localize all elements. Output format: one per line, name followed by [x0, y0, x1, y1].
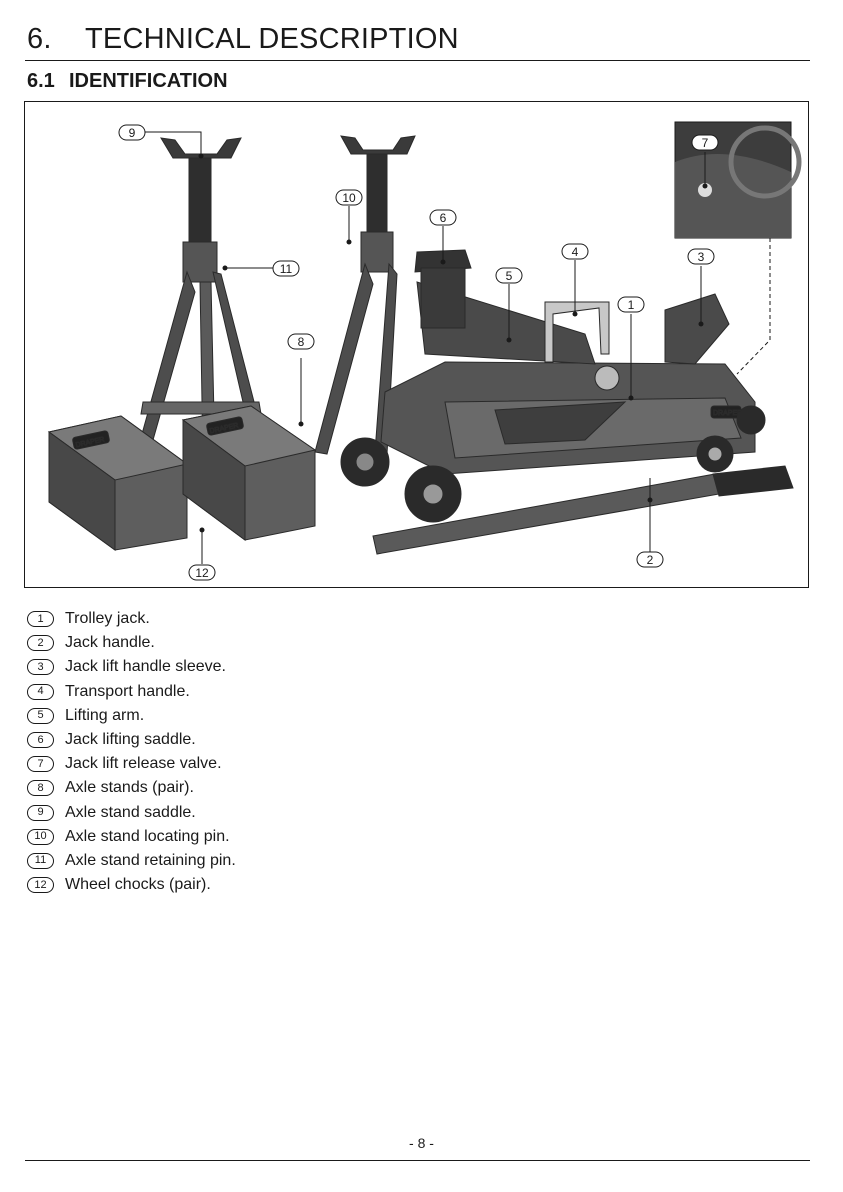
- list-item: 9 Axle stand saddle.: [27, 801, 236, 825]
- callout-1: 1: [618, 297, 644, 312]
- callout-4-label: 4: [572, 245, 579, 259]
- callout-7-label: 7: [702, 136, 709, 150]
- item-label: Transport handle.: [65, 683, 190, 701]
- item-label: Jack handle.: [65, 634, 155, 652]
- callout-10-label: 10: [342, 191, 356, 205]
- item-number: 11: [27, 853, 54, 869]
- callout-9: 9: [119, 125, 145, 140]
- subsection-title: IDENTIFICATION: [69, 70, 228, 92]
- item-number: 3: [27, 659, 54, 675]
- item-label: Jack lift release valve.: [65, 755, 222, 773]
- callout-5: 5: [496, 268, 522, 283]
- item-label: Jack lifting saddle.: [65, 731, 196, 749]
- list-item: 5 Lifting arm.: [27, 704, 236, 728]
- item-label: Jack lift handle sleeve.: [65, 658, 226, 676]
- product-illustration: DRAPER DRAPER DRAPER: [25, 102, 810, 589]
- list-item: 7 Jack lift release valve.: [27, 752, 236, 776]
- item-number: 4: [27, 684, 54, 700]
- list-item: 2 Jack handle.: [27, 631, 236, 655]
- item-number: 12: [27, 877, 54, 893]
- wheel-chock-left: DRAPER: [49, 416, 187, 550]
- header-rule: [25, 60, 810, 61]
- callout-8: 8: [288, 334, 314, 349]
- list-item: 1 Trolley jack.: [27, 607, 236, 631]
- callout-6: 6: [430, 210, 456, 225]
- section-title: TECHNICAL DESCRIPTION: [85, 23, 459, 55]
- callout-12: 12: [189, 565, 215, 580]
- callout-4: 4: [562, 244, 588, 259]
- callout-8-label: 8: [298, 335, 305, 349]
- list-item: 12 Wheel chocks (pair).: [27, 873, 236, 897]
- list-item: 11 Axle stand retaining pin.: [27, 849, 236, 873]
- callout-1-label: 1: [628, 298, 635, 312]
- item-number: 10: [27, 829, 54, 845]
- item-label: Wheel chocks (pair).: [65, 876, 211, 894]
- identification-figure: DRAPER DRAPER DRAPER: [24, 101, 809, 588]
- callout-2-label: 2: [647, 553, 654, 567]
- item-number: 5: [27, 708, 54, 724]
- item-number: 7: [27, 756, 54, 772]
- callout-12-label: 12: [195, 566, 209, 580]
- callout-3-label: 3: [698, 250, 705, 264]
- item-number: 1: [27, 611, 54, 627]
- subsection-number: 6.1: [27, 68, 69, 94]
- item-label: Trolley jack.: [65, 610, 150, 628]
- callout-5-label: 5: [506, 269, 513, 283]
- callout-3: 3: [688, 249, 714, 264]
- item-number: 8: [27, 780, 54, 796]
- item-label: Axle stand retaining pin.: [65, 852, 236, 870]
- callout-9-label: 9: [129, 126, 136, 140]
- section-heading: 6.TECHNICAL DESCRIPTION: [27, 20, 459, 58]
- list-item: 8 Axle stands (pair).: [27, 776, 236, 800]
- list-item: 10 Axle stand locating pin.: [27, 825, 236, 849]
- callout-11-label: 11: [280, 262, 293, 276]
- item-number: 6: [27, 732, 54, 748]
- page-number: - 8 -: [0, 1135, 843, 1151]
- callout-7: 7: [692, 135, 718, 150]
- callout-11: 11: [273, 261, 299, 276]
- section-number: 6.: [27, 20, 85, 58]
- callout-6-label: 6: [440, 211, 447, 225]
- list-item: 3 Jack lift handle sleeve.: [27, 655, 236, 679]
- footer-rule: [25, 1160, 810, 1161]
- item-label: Axle stands (pair).: [65, 779, 194, 797]
- list-item: 6 Jack lifting saddle.: [27, 728, 236, 752]
- callout-2: 2: [637, 552, 663, 567]
- list-item: 4 Transport handle.: [27, 680, 236, 704]
- item-number: 9: [27, 805, 54, 821]
- wheel-chock-right: DRAPER: [183, 406, 315, 540]
- item-label: Lifting arm.: [65, 707, 144, 725]
- callout-10: 10: [336, 190, 362, 205]
- item-label: Axle stand locating pin.: [65, 828, 230, 846]
- item-label: Axle stand saddle.: [65, 804, 196, 822]
- item-number: 2: [27, 635, 54, 651]
